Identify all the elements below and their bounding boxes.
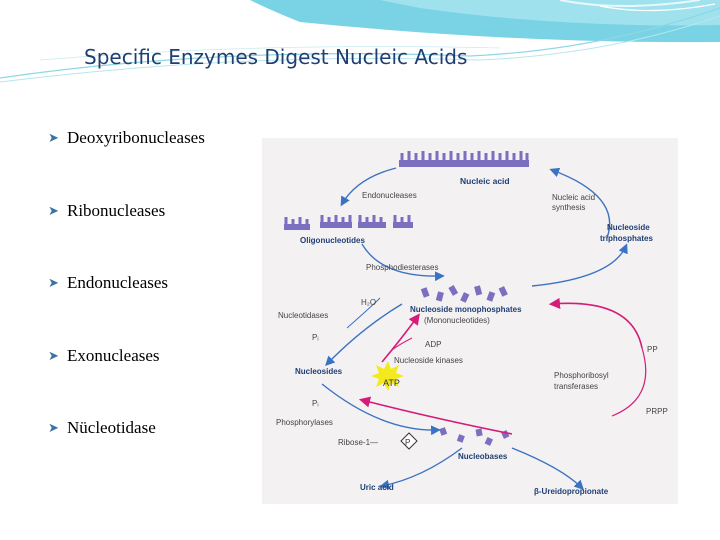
bullet-label: Endonucleases — [67, 273, 169, 292]
h2o-inlet — [346, 297, 381, 329]
header-decoration — [0, 0, 720, 83]
label-pi-upper: Pᵢ — [312, 333, 319, 342]
label-nucleoside-triphosphates-2: triphosphates — [600, 234, 653, 243]
nucleotidase-arrow — [325, 303, 403, 367]
label-h2o: H₂O — [361, 298, 376, 307]
bullet-label: Ribonucleases — [67, 200, 166, 220]
phosphate-diamond-icon — [400, 432, 418, 450]
label-nucleoside-triphosphates: Nucleoside — [607, 223, 650, 232]
atp-burst-icon — [371, 361, 404, 391]
label-nucleobases: Nucleobases — [458, 452, 508, 461]
bullet-item-endonucleases: ➤ Endonucleases — [48, 273, 205, 346]
label-nucleic-acid: Nucleic acid — [460, 176, 510, 186]
label-phosphodiesterases: Phosphodiesterases — [366, 263, 439, 272]
phosphodiesterase-arrow — [361, 243, 445, 282]
atp-label: ATP — [383, 378, 400, 388]
bullet-list: ➤ Deoxyribonucleases ➤ Ribonucleases ➤ Endo… — [48, 128, 205, 491]
label-pp: PP — [647, 345, 658, 354]
label-phosphoribosyl: Phosphoribosyl — [554, 371, 609, 380]
label-nucleoside-monophosphates: Nucleoside monophosphates — [410, 305, 522, 314]
label-phosphoribosyl-2: transferases — [554, 382, 598, 391]
phosphorylase-arrow — [321, 383, 441, 436]
nucleic-acid-degradation-diagram: ATP P Nucleic acid Endonucleases Nucleic… — [262, 138, 678, 504]
synthesis-arrow — [549, 167, 611, 239]
figure-background — [262, 138, 678, 504]
phosphate-label: P — [405, 438, 410, 447]
mononucleotide-shapes — [420, 285, 508, 303]
prpp-loop — [611, 347, 647, 417]
oligonucleotide-fragments — [284, 215, 413, 230]
label-nucleic-acid-synthesis: Nucleic acid — [552, 193, 595, 202]
adp-outlet — [391, 337, 413, 351]
label-adp: ADP — [425, 340, 441, 349]
label-nucleosides: Nucleosides — [295, 367, 343, 376]
label-prpp: PRPP — [646, 407, 668, 416]
bullet-arrow-icon: ➤ — [48, 347, 59, 363]
bullet-label: Exonucleases — [67, 345, 160, 365]
label-nucleoside-kinases: Nucleoside kinases — [394, 356, 463, 365]
label-phosphorylases: Phosphorylases — [276, 418, 333, 427]
bullet-arrow-icon: ➤ — [48, 420, 59, 435]
kinase-arrow — [381, 313, 420, 363]
label-uric-acid: Uric acid — [360, 483, 394, 492]
label-oligonucleotides: Oligonucleotides — [300, 236, 365, 245]
salvage-nucleoside-arrow — [358, 396, 513, 435]
label-mononucleotides: (Mononucleotides) — [424, 316, 490, 325]
bullet-arrow-icon: ➤ — [48, 130, 59, 145]
slide-title: Specific Enzymes Digest Nucleic Acids — [84, 45, 468, 69]
ureidopropionate-arrow — [511, 447, 584, 490]
label-endonucleases: Endonucleases — [362, 191, 417, 200]
bullet-item-deoxyribonucleases: ➤ Deoxyribonucleases — [48, 128, 205, 201]
bullet-item-nucleotidase: ➤ Nücleotidase — [48, 418, 205, 491]
label-nucleotidases: Nucleotidases — [278, 311, 328, 320]
bullet-label: Deoxyribonucleases — [67, 128, 205, 147]
endonuclease-arrow — [340, 167, 397, 207]
uric-acid-arrow — [379, 447, 463, 490]
label-ureidopropionate: β-Ureidopropionate — [534, 487, 609, 496]
bullet-item-exonucleases: ➤ Exonucleases — [48, 346, 205, 419]
nucleic-acid-strand — [399, 151, 529, 167]
bullet-item-ribonucleases: ➤ Ribonucleases — [48, 201, 205, 274]
bullet-label: Nücleotidase — [67, 418, 156, 437]
salvage-mononucleotide-arrow — [548, 297, 643, 349]
label-pi-lower: Pᵢ — [312, 399, 319, 408]
bullet-arrow-icon: ➤ — [48, 275, 59, 290]
triphosphate-arrow — [531, 243, 628, 287]
label-nucleic-acid-synthesis-2: synthesis — [552, 203, 585, 212]
label-ribose-1: Ribose-1— — [338, 438, 378, 447]
bullet-arrow-icon: ➤ — [48, 202, 59, 218]
